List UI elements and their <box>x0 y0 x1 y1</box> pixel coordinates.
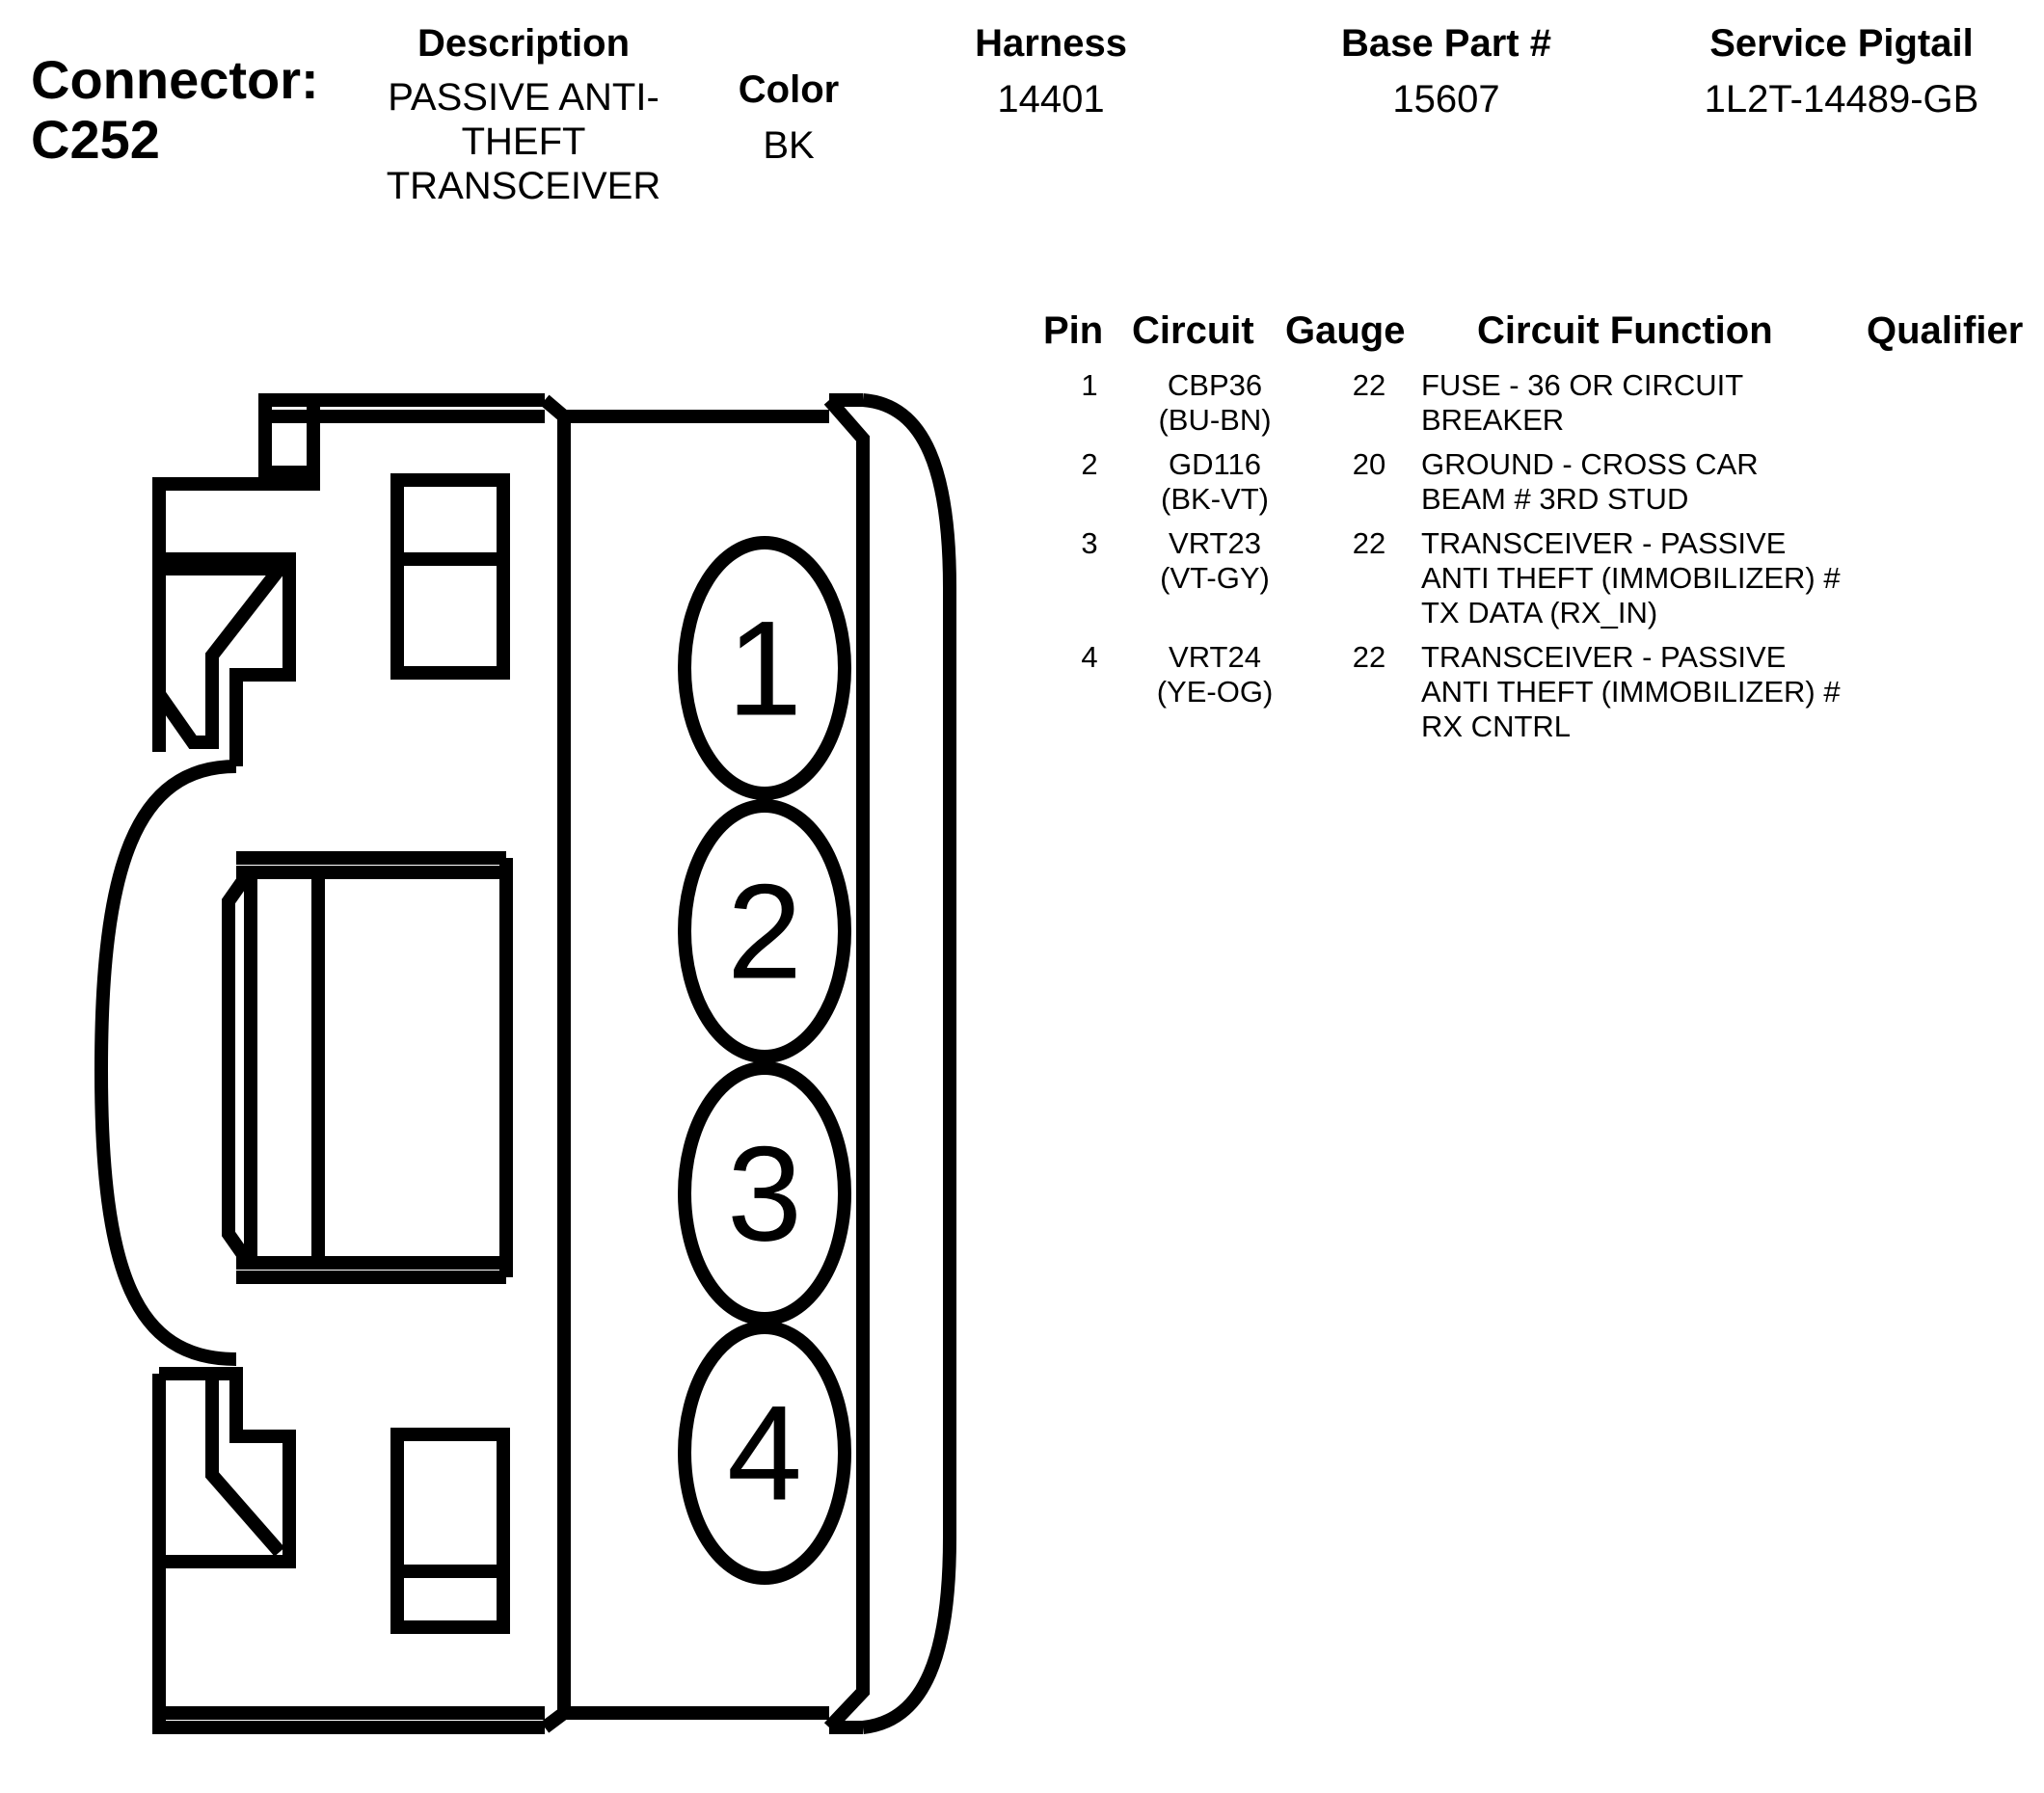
gauge-cell: 22 <box>1352 368 1386 402</box>
description-line: PASSIVE ANTI- <box>388 76 659 119</box>
top-tab <box>258 393 320 491</box>
circuit-function-cell: TRANSCEIVER - PASSIVE ANTI THEFT (IMMOBI… <box>1421 526 1874 630</box>
base-part-header: Base Part # <box>1341 22 1551 65</box>
circuit-function-cell: TRANSCEIVER - PASSIVE ANTI THEFT (IMMOBI… <box>1421 640 1874 744</box>
circuit-cell: VRT23 (VT-GY) <box>1128 526 1302 596</box>
circuit-id: VRT24 <box>1169 640 1261 674</box>
connector-id: C252 <box>31 109 160 170</box>
pin-cavities: 1 2 3 4 <box>678 536 851 1585</box>
service-pigtail-value: 1L2T-14489-GB <box>1704 78 1979 120</box>
harness-value: 14401 <box>997 78 1105 120</box>
function-line: GROUND - CROSS CAR <box>1421 447 1759 481</box>
pin-cavity: 4 <box>678 1321 851 1585</box>
function-line: TX DATA (RX_IN) <box>1421 596 1658 629</box>
function-line: RX CNTRL <box>1421 709 1572 743</box>
circuit-function-cell: GROUND - CROSS CAR BEAM # 3RD STUD <box>1421 447 1874 517</box>
circuit-function-column-header: Circuit Function <box>1477 309 1773 352</box>
wire-color: (VT-GY) <box>1160 561 1270 595</box>
pin-number: 2 <box>1081 447 1098 481</box>
base-part-value: 15607 <box>1392 78 1500 120</box>
table-row: 1 CBP36 (BU-BN) 22 FUSE - 36 OR CIRCUIT … <box>1032 368 2034 438</box>
gauge-cell: 20 <box>1352 447 1386 481</box>
gauge-cell: 22 <box>1352 640 1386 674</box>
pin-cavity: 3 <box>678 1061 851 1325</box>
pin-cavity-label: 4 <box>727 1378 802 1529</box>
circuit-id: CBP36 <box>1167 368 1263 402</box>
table-row: 2 GD116 (BK-VT) 20 GROUND - CROSS CAR BE… <box>1032 447 2034 517</box>
pin-number: 4 <box>1081 640 1098 674</box>
description-line: THEFT <box>461 120 586 163</box>
pin-table-body: 1 CBP36 (BU-BN) 22 FUSE - 36 OR CIRCUIT … <box>1032 368 2034 754</box>
circuit-cell: VRT24 (YE-OG) <box>1128 640 1302 709</box>
pin-cavity: 1 <box>678 536 851 800</box>
circuit-column-header: Circuit <box>1132 309 1254 352</box>
table-row: 4 VRT24 (YE-OG) 22 TRANSCEIVER - PASSIVE… <box>1032 640 2034 744</box>
description-value: PASSIVE ANTI- THEFT TRANSCEIVER <box>364 75 683 208</box>
color-column: Color BK <box>712 67 866 168</box>
housing-right-curve <box>862 393 956 1734</box>
circuit-cell: GD116 (BK-VT) <box>1128 447 1302 517</box>
pin-cavity-outline <box>678 799 851 1063</box>
pin-cavity-label: 2 <box>727 856 802 1007</box>
lower-latch <box>159 1367 296 1568</box>
connector-face-diagram: 1 2 3 4 <box>94 393 956 1734</box>
lower-key-slot <box>390 1428 510 1634</box>
qualifier-column-header: Qualifier <box>1867 309 2024 352</box>
description-column: Description PASSIVE ANTI- THEFT TRANSCEI… <box>364 21 683 208</box>
circuit-id: GD116 <box>1169 447 1261 481</box>
lower-latch-inner <box>193 1367 285 1557</box>
pin-number: 1 <box>1081 368 1098 402</box>
function-line: TRANSCEIVER - PASSIVE <box>1421 526 1787 560</box>
pin-cavity-label: 1 <box>727 593 802 744</box>
table-row: 3 VRT23 (VT-GY) 22 TRANSCEIVER - PASSIVE… <box>1032 526 2034 630</box>
connector-housing <box>94 393 956 1734</box>
pin-cavity-outline <box>678 1321 851 1585</box>
upper-key-slot <box>390 473 510 680</box>
color-value: BK <box>763 124 815 167</box>
pin-cavity-outline <box>678 536 851 800</box>
mid-slot-left <box>222 868 255 1268</box>
circuit-function-cell: FUSE - 36 OR CIRCUIT BREAKER <box>1421 368 1874 438</box>
description-line: TRANSCEIVER <box>386 165 661 207</box>
pin-cavity: 2 <box>678 799 851 1063</box>
upper-latch-inner <box>153 562 294 749</box>
pin-number: 3 <box>1081 526 1098 560</box>
pin-cavity-label: 3 <box>727 1118 802 1270</box>
pin-column-header: Pin <box>1043 309 1104 352</box>
housing-face-left-edge <box>540 394 571 1733</box>
gauge-column-header: Gauge <box>1285 309 1406 352</box>
function-line: BREAKER <box>1421 403 1565 437</box>
function-line: ANTI THEFT (IMMOBILIZER) # <box>1421 675 1841 709</box>
wire-color: (BK-VT) <box>1161 482 1269 516</box>
service-pigtail-column: Service Pigtail 1L2T-14489-GB <box>1658 21 2025 121</box>
color-header: Color <box>738 68 840 111</box>
circuit-id: VRT23 <box>1169 526 1261 560</box>
upper-latch <box>159 552 296 766</box>
housing-right-inner <box>823 395 870 1732</box>
function-line: ANTI THEFT (IMMOBILIZER) # <box>1421 561 1841 595</box>
side-bump <box>94 760 237 1366</box>
function-line: TRANSCEIVER - PASSIVE <box>1421 640 1787 674</box>
connector-label: Connector: <box>31 49 319 110</box>
service-pigtail-header: Service Pigtail <box>1709 22 1974 65</box>
pin-cavity-outline <box>678 1061 851 1325</box>
function-line: BEAM # 3RD STUD <box>1421 482 1689 516</box>
circuit-cell: CBP36 (BU-BN) <box>1128 368 1302 438</box>
gauge-cell: 22 <box>1352 526 1386 560</box>
connector-title: Connector: C252 <box>31 50 319 170</box>
housing-outline-bottom <box>152 1374 545 1734</box>
harness-header: Harness <box>975 22 1127 65</box>
wire-color: (YE-OG) <box>1156 675 1274 709</box>
harness-column: Harness 14401 <box>926 21 1176 121</box>
wire-color: (BU-BN) <box>1158 403 1272 437</box>
description-header: Description <box>417 22 631 65</box>
base-part-column: Base Part # 15607 <box>1311 21 1581 121</box>
function-line: FUSE - 36 OR CIRCUIT <box>1421 368 1744 402</box>
